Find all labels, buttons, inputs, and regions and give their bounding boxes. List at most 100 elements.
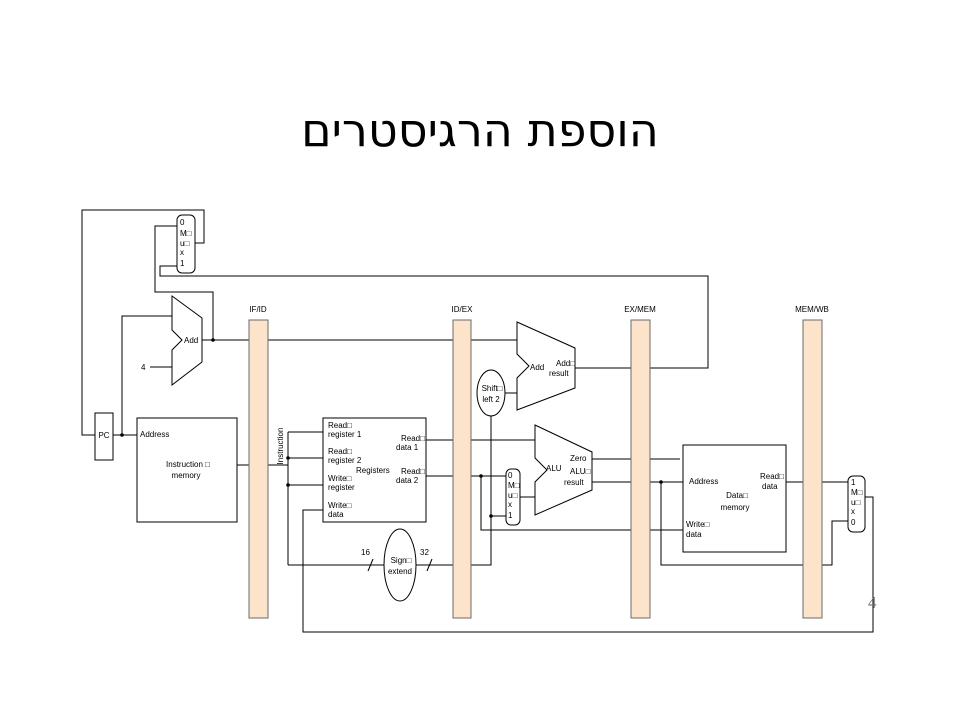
write-data-label: Write□	[328, 501, 352, 510]
junction-dot	[286, 456, 290, 460]
width-32-tick	[426, 558, 433, 572]
pc-adder-label: Add	[184, 336, 198, 345]
pc-plus-four-to-mux-wire	[154, 225, 214, 340]
write-back-wire	[302, 496, 874, 633]
alu-result-label: ALU□	[570, 467, 591, 476]
register-file-body	[322, 417, 427, 523]
instruction-memory-address-label: Address	[140, 430, 169, 439]
instruction-memory-body	[136, 417, 238, 523]
junction-dot	[479, 474, 483, 478]
alu-mux-body	[505, 468, 521, 526]
pc-adder: Add 4	[141, 295, 203, 387]
pc-mux-to-pc-wire	[81, 209, 205, 436]
data-memory-name-label: memory	[721, 503, 750, 512]
wb-mux-label: u□	[851, 498, 860, 507]
width-16-tick	[367, 558, 374, 572]
data-memory-body	[682, 444, 787, 553]
data-memory: Address Read□ data Data□ memory Write□ d…	[682, 444, 787, 553]
wb-mux-label: x	[851, 507, 855, 516]
instruction-bus-label: Instruction	[276, 428, 285, 465]
alu: Zero ALU ALU□ result	[534, 424, 593, 516]
alu-label: ALU	[546, 464, 562, 473]
pc-to-adder-wire	[121, 315, 172, 435]
register-file: Read□ register 1 Read□ register 2 Regist…	[322, 417, 427, 523]
branch-adder-result-label: Add□	[556, 359, 575, 368]
junction-dot	[659, 480, 663, 484]
output-width-label: 32	[420, 548, 429, 557]
id-ex-register	[452, 319, 472, 619]
wires	[81, 209, 874, 633]
write-register-label: Write□	[328, 474, 352, 483]
sign-extend: Sign□ extend 16 32	[361, 528, 429, 602]
alu-result-label: result	[564, 478, 584, 487]
instruction-memory-name-label: memory	[172, 471, 201, 480]
input-width-label: 16	[361, 548, 370, 557]
page-number: 4	[868, 593, 877, 612]
mem-wb-register	[802, 319, 823, 619]
data-memory-write-data-label: data	[686, 530, 702, 539]
id-ex-label: ID/EX	[452, 305, 474, 314]
write-register-label: register	[328, 483, 355, 492]
read-data-2-label: Read□	[401, 467, 425, 476]
read-register-1-label: Read□	[328, 421, 352, 430]
branch-adder-label: Add	[530, 363, 544, 372]
instruction-memory-name-label: Instruction □	[166, 460, 210, 469]
branch-adder-shape	[516, 321, 576, 411]
junction-dot	[286, 483, 290, 487]
junction-dots	[120, 338, 663, 518]
wb-mux: 1 M□ u□ x 0	[847, 475, 866, 533]
pc-mux-label: M□	[180, 229, 192, 238]
pc-adder-shape	[171, 295, 203, 387]
if-id-label: IF/ID	[249, 305, 267, 314]
wb-mux-label: 1	[851, 478, 856, 487]
alu-mux: 0 M□ u□ x 1	[505, 468, 521, 526]
data-memory-write-data-label: Write□	[686, 520, 710, 529]
data-memory-name-label: Data□	[726, 491, 748, 500]
write-data-label: data	[328, 510, 344, 519]
data-memory-address-label: Address	[689, 477, 718, 486]
alu-zero-label: Zero	[570, 454, 587, 463]
read-data-2-to-ex-mem-wire	[480, 476, 631, 531]
read-register-1-label: register 1	[328, 430, 362, 439]
branch-adder-result-label: result	[549, 369, 569, 378]
wb-mux-label: 0	[851, 518, 856, 527]
shift-left-2-label: Shift□	[482, 384, 503, 393]
pc-mux: 0 M□ u□ x 1	[176, 214, 196, 274]
alu-result-bypass-wire	[660, 482, 803, 566]
junction-dot	[211, 338, 215, 342]
shift-left-2-label: left 2	[482, 395, 500, 404]
read-register-2-label: register 2	[328, 456, 362, 465]
wb-mux-body	[847, 475, 866, 533]
alu-mux-label: u□	[508, 491, 517, 500]
pc-mux-label: x	[180, 248, 184, 257]
constant-four-label: 4	[141, 363, 146, 372]
data-memory-read-data-label: data	[762, 482, 778, 491]
mem-wb-label: MEM/WB	[795, 305, 829, 314]
registers-label: Registers	[356, 466, 390, 475]
junction-dot	[489, 514, 493, 518]
read-data-2-label: data 2	[396, 476, 419, 485]
shift-left-2-unit	[476, 369, 506, 417]
read-data-1-label: Read□	[401, 434, 425, 443]
immediate-to-shift-wire	[471, 416, 492, 566]
wb-mux-label: M□	[851, 488, 863, 497]
sign-extend-label: extend	[388, 567, 412, 576]
pc-label: PC	[98, 431, 109, 440]
read-data-1-label: data 1	[396, 443, 419, 452]
pc-mux-label: u□	[180, 239, 189, 248]
sign-extend-label: Sign□	[391, 556, 412, 565]
junction-dot	[120, 433, 124, 437]
ex-mem-label: EX/MEM	[624, 305, 656, 314]
alu-mux-label: 0	[508, 471, 513, 480]
alu-result-to-wb-mux-wire	[822, 520, 848, 566]
read-register-2-label: Read□	[328, 447, 352, 456]
pc-mux-body	[176, 214, 196, 274]
pc-register	[94, 412, 114, 461]
alu-shape	[534, 424, 593, 516]
sign-extend-unit	[383, 528, 417, 602]
pc-mux-label: 1	[180, 259, 185, 268]
shift-left-2: Shift□ left 2	[476, 369, 506, 417]
alu-mux-label: M□	[508, 481, 520, 490]
